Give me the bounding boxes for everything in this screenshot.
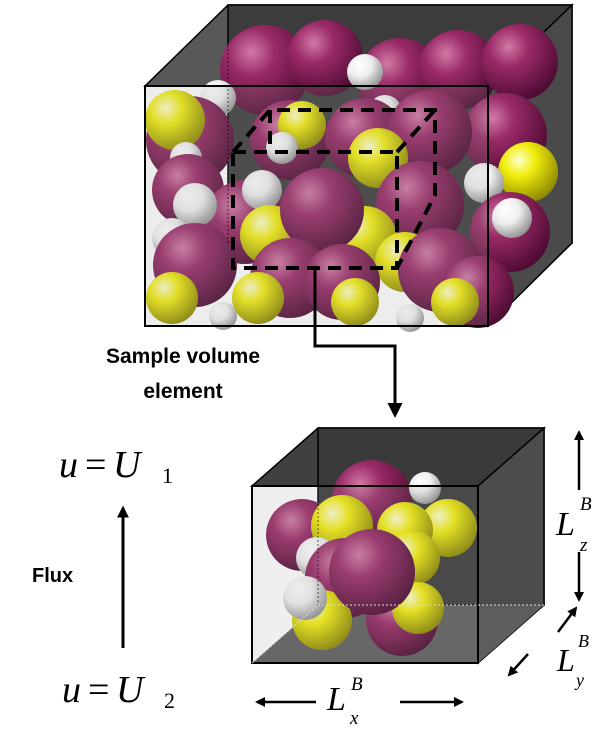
- svg-text:B: B: [580, 494, 592, 515]
- svg-text:B: B: [351, 674, 363, 695]
- svg-text:x: x: [349, 708, 359, 729]
- svg-text:L: L: [555, 506, 575, 543]
- dimension-y-up-arrow-icon: [557, 606, 578, 633]
- volume-element-box: [250, 426, 546, 665]
- dimension-y-down-arrow-icon: [507, 653, 529, 677]
- svg-text:U: U: [113, 444, 143, 486]
- sample-volume-label-line2: element: [143, 380, 222, 403]
- svg-text:1: 1: [162, 463, 173, 488]
- svg-text:B: B: [578, 631, 589, 651]
- sample-box: [143, 3, 574, 332]
- dimension-y: L B y: [507, 606, 589, 690]
- connector-arrow-icon: [313, 268, 403, 418]
- sample-spheres: [145, 20, 558, 332]
- svg-text:L: L: [326, 681, 346, 718]
- svg-text:=: =: [85, 444, 106, 486]
- svg-text:2: 2: [164, 688, 175, 713]
- svg-text:L: L: [556, 642, 575, 678]
- flux-label: Flux: [32, 565, 73, 587]
- small-box-front-face: [251, 485, 479, 664]
- boundary-condition-top: u = U 1: [59, 444, 173, 488]
- sample-volume-element-outline: [231, 108, 437, 270]
- svg-text:u: u: [59, 444, 78, 486]
- boundary-condition-bottom: u = U 2: [62, 669, 175, 713]
- svg-text:=: =: [88, 669, 109, 711]
- sample-volume-label-line1: Sample volume: [106, 345, 260, 368]
- element-spheres: [266, 460, 477, 656]
- dimension-x: L B x: [255, 674, 464, 729]
- svg-text:u: u: [62, 669, 81, 711]
- svg-text:z: z: [579, 535, 588, 556]
- svg-text:U: U: [116, 669, 146, 711]
- dimension-z: L B z: [555, 430, 592, 602]
- svg-text:y: y: [574, 670, 584, 690]
